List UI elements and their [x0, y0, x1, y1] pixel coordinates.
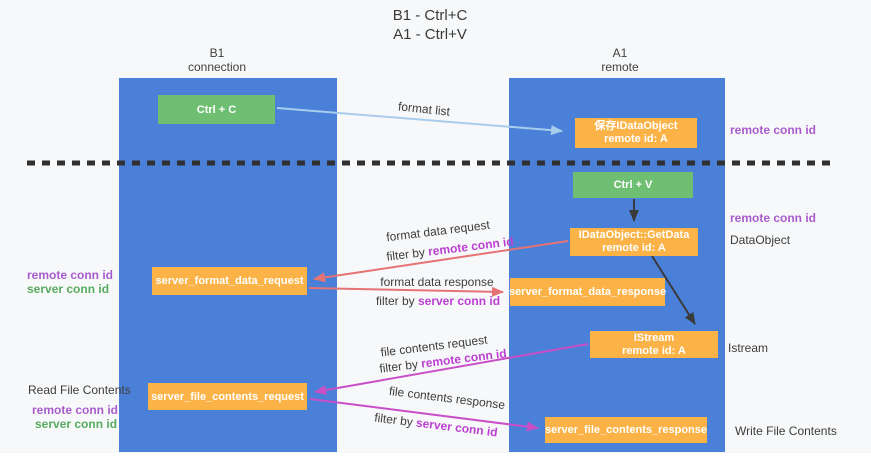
- lane-a1-title: A1: [612, 46, 628, 60]
- server-format-data-response-label: server_format_data_response: [508, 286, 667, 298]
- ctrl-c-node: Ctrl + C: [158, 95, 275, 124]
- filter-server-conn-id: server conn id: [415, 415, 499, 440]
- server-file-contents-request-node: server_file_contents_request: [148, 383, 307, 410]
- write-file-contents-annotation: Write File Contents: [735, 424, 837, 438]
- read-file-contents-annotation: Read File Contents: [28, 383, 131, 397]
- ctrl-v-label: Ctrl + V: [613, 179, 653, 191]
- format-list-edge-label: format list: [397, 99, 451, 119]
- server-format-data-response-node: server_format_data_response: [508, 278, 667, 306]
- dataobject-annotation: DataObject: [730, 233, 791, 247]
- getdata-node: IDataObject::GetData remote id: A: [570, 228, 698, 256]
- bottom-strip: [0, 453, 871, 467]
- title-line-1: B1 - Ctrl+C: [392, 7, 468, 24]
- title-line-2: A1 - Ctrl+V: [393, 26, 467, 43]
- getdata-line1: IDataObject::GetData: [578, 229, 690, 241]
- save-dataobject-line1: 保存IDataObject: [594, 120, 678, 132]
- server-file-contents-request-label: server_file_contents_request: [151, 390, 304, 403]
- filter-by-prefix: filter by: [385, 244, 430, 264]
- format-data-response-filter-label: filter by server conn id: [376, 294, 500, 308]
- ctrl-v-node: Ctrl + V: [573, 172, 693, 198]
- istream-node: IStream remote id: A: [590, 331, 718, 358]
- lane-header-b1: B1 connection: [188, 46, 246, 74]
- left-server-conn-id-top: server conn id: [27, 282, 110, 296]
- istream-annotation: Istream: [728, 341, 769, 355]
- istream-line1: IStream: [633, 331, 675, 344]
- filter-by-prefix: filter by: [373, 410, 417, 430]
- remote-conn-id-annotation-mid: remote conn id: [730, 211, 817, 225]
- istream-line2: remote id: A: [622, 344, 686, 357]
- diagram-title: B1 - Ctrl+C A1 - Ctrl+V: [393, 6, 468, 44]
- server-file-contents-response-node: server_file_contents_response: [545, 417, 707, 443]
- filter-server-conn-id: server conn id: [417, 294, 501, 308]
- file-contents-response-edge-label: file contents response: [388, 383, 506, 413]
- left-server-conn-id-bottom: server conn id: [35, 417, 118, 431]
- filter-by-prefix: filter by: [378, 356, 423, 376]
- server-format-data-request-node: server_format_data_request: [152, 267, 307, 295]
- ctrl-c-label: Ctrl + C: [196, 103, 237, 116]
- lane-b1-title: B1: [209, 46, 225, 60]
- remote-conn-id-annotation-top: remote conn id: [730, 123, 817, 137]
- lane-header-a1: A1 remote: [601, 46, 638, 74]
- lane-a1-subtitle: remote: [601, 60, 639, 74]
- getdata-line2: remote id: A: [602, 242, 666, 254]
- save-dataobject-node: 保存IDataObject remote id: A: [575, 118, 697, 148]
- server-file-contents-response-label: server_file_contents_response: [544, 424, 708, 436]
- server-format-data-request-label: server_format_data_request: [155, 275, 304, 287]
- format-data-response-edge-label: format data response: [380, 275, 494, 289]
- file-contents-response-filter-label: filter by server conn id: [374, 410, 499, 439]
- lane-b1-subtitle: connection: [187, 60, 247, 74]
- left-remote-conn-id-bottom: remote conn id: [32, 403, 119, 417]
- left-remote-conn-id-top: remote conn id: [27, 268, 114, 282]
- save-dataobject-line2: remote id: A: [604, 133, 668, 145]
- filter-remote-conn-id: remote conn id: [427, 234, 515, 259]
- filter-by-prefix: filter by: [375, 294, 418, 308]
